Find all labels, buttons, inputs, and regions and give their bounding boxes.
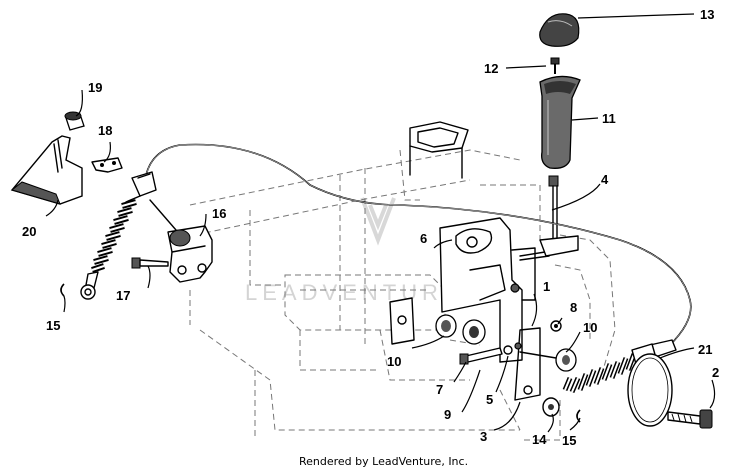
upper-bracket: [409, 121, 469, 179]
callout-16: 16: [212, 206, 226, 221]
bushings: [435, 314, 577, 372]
chassis-frame: [189, 149, 616, 441]
callout-7: 7: [436, 382, 443, 397]
side-plate: [389, 297, 415, 345]
left-spring-assembly: [80, 171, 157, 300]
screw: [550, 57, 560, 74]
watermark-text: LEADVENTURE: [245, 280, 463, 305]
callout-13: 13: [700, 7, 714, 22]
callout-2: 2: [712, 365, 719, 380]
bolt-2: [667, 409, 713, 429]
dust-cover-disc: [627, 353, 673, 427]
callout-8: 8: [570, 300, 577, 315]
callout-19: 19: [88, 80, 102, 95]
callout-12: 12: [484, 61, 498, 76]
shifter-handle: [539, 75, 581, 169]
callout-9: 9: [444, 407, 451, 422]
bracket-16: [149, 199, 213, 283]
clip-18: [91, 157, 123, 173]
bolt-17: [131, 257, 169, 269]
callout-5: 5: [486, 392, 493, 407]
callout-15-left: 15: [46, 318, 60, 333]
bolt-9: [459, 342, 522, 365]
callout-14: 14: [532, 432, 547, 447]
callout-11: 11: [602, 111, 616, 126]
callout-10-right: 10: [583, 320, 597, 335]
callout-20: 20: [22, 224, 36, 239]
footer-credit: Rendered by LeadVenture, Inc.: [299, 455, 468, 468]
callout-6: 6: [420, 231, 427, 246]
callout-15-right: 15: [562, 433, 576, 448]
callout-4: 4: [601, 172, 609, 187]
callout-17: 17: [116, 288, 130, 303]
e-clip-left: [60, 283, 65, 297]
callout-21: 21: [698, 342, 712, 357]
callout-10-left: 10: [387, 354, 401, 369]
shift-cable: [144, 143, 692, 346]
callout-3: 3: [480, 429, 487, 444]
leader-lines: [45, 13, 716, 433]
callouts: 13 12 11 4 19 18 20 16 17 15 6 1 8 10 10…: [22, 7, 719, 448]
callout-1: 1: [543, 279, 550, 294]
boot-20: [10, 135, 83, 205]
main-bracket: [439, 217, 541, 401]
watermark: LEADVENTURE: [245, 197, 463, 305]
cap-19: [64, 111, 85, 131]
knob-cap: [539, 13, 580, 47]
callout-18: 18: [98, 123, 112, 138]
washer-14: [542, 397, 560, 417]
